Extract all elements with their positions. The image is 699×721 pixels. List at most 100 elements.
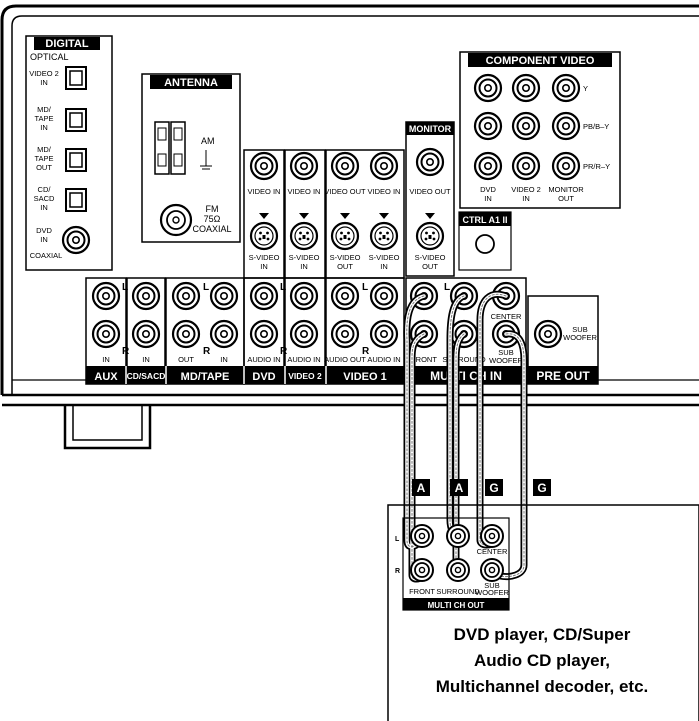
svg-text:SURROUND: SURROUND [436, 587, 480, 596]
coaxial-input-dvd[interactable]: DVD IN COAXIAL [30, 225, 91, 260]
video-input-section: VIDEO IN VIDEO IN VIDEO OUT VIDEO IN S-V… [243, 149, 405, 279]
am-antenna-terminal[interactable]: AM [154, 121, 215, 175]
md-tape-label: MD/TAPE [181, 371, 230, 383]
svg-text:L: L [444, 282, 450, 293]
svg-text:VIDEO OUT: VIDEO OUT [324, 187, 366, 196]
svg-text:IN: IN [220, 355, 228, 364]
optical-output-md-tape-out[interactable]: MD/ TAPE OUT [34, 145, 87, 172]
video2-label: VIDEO 2 [288, 371, 322, 381]
svg-text:SUB: SUB [484, 581, 499, 590]
svg-text:L: L [122, 282, 128, 293]
svg-text:IN: IN [484, 194, 492, 203]
svg-text:S-VIDEO: S-VIDEO [330, 253, 361, 262]
svg-text:R: R [280, 346, 288, 357]
pre-out-subwoofer-jack[interactable] [533, 319, 563, 349]
digital-header: DIGITAL [45, 38, 88, 50]
cable-tag-a-1: A [412, 479, 430, 496]
svg-text:AUDIO IN: AUDIO IN [367, 355, 400, 364]
audio-input-section: L L L L R R R R IN IN OUT IN AUDIO IN AU… [85, 277, 405, 385]
optical-label: OPTICAL [30, 52, 69, 62]
svg-text:L: L [280, 282, 286, 293]
optical-input-video2[interactable]: VIDEO 2 IN [29, 66, 87, 90]
svg-text:G: G [489, 481, 498, 495]
svg-text:R: R [203, 346, 211, 357]
caption-line-2: Audio CD player, [473, 651, 611, 670]
svg-text:L: L [362, 282, 368, 293]
optical-input-md-tape-in[interactable]: MD/ TAPE IN [34, 105, 87, 132]
svg-text:SUB: SUB [498, 348, 513, 357]
svg-text:WOOFER: WOOFER [475, 588, 509, 597]
svg-text:AUDIO OUT: AUDIO OUT [324, 355, 366, 364]
svideo-jacks[interactable] [249, 221, 399, 251]
svg-text:VIDEO IN: VIDEO IN [368, 187, 401, 196]
svg-text:FRONT: FRONT [411, 355, 437, 364]
am-label: AM [201, 136, 215, 146]
monitor-video-out-jack[interactable] [415, 147, 445, 177]
caption-line-3: Multichannel decoder, etc. [435, 677, 649, 696]
svg-text:IN: IN [102, 355, 110, 364]
svg-text:R: R [362, 346, 370, 357]
svg-text:MD/: MD/ [37, 105, 52, 114]
svg-text:WOOFER: WOOFER [563, 333, 597, 342]
svg-text:DVD: DVD [36, 226, 52, 235]
cable-tag-g-2: G [533, 479, 551, 496]
monitor-section: MONITOR VIDEO OUT S-VIDEO OUT [405, 121, 455, 277]
antenna-section: ANTENNA AM FM 75Ω COAXIAL [141, 73, 241, 243]
monitor-svideo-out-jack[interactable] [415, 221, 445, 251]
svg-text:IN: IN [522, 194, 530, 203]
svg-text:CENTER: CENTER [477, 547, 508, 556]
row-pr-label: PR/R–Y [583, 162, 610, 171]
row-pb-label: PB/B–Y [583, 122, 609, 131]
device-caption: DVD player, CD/Super Audio CD player, Mu… [388, 622, 696, 700]
svg-text:COAXIAL: COAXIAL [192, 224, 231, 234]
svg-text:WOOFER: WOOFER [489, 356, 523, 365]
svg-text:IN: IN [40, 78, 48, 87]
svg-text:OUT: OUT [178, 355, 194, 364]
svg-text:FRONT: FRONT [409, 587, 435, 596]
video-jacks[interactable] [249, 151, 399, 181]
caption-line-1: DVD player, CD/Super [453, 625, 631, 644]
digital-section: DIGITAL OPTICAL VIDEO 2 IN MD/ TAPE IN M… [25, 35, 113, 271]
source-device: L R FRONT SURROUND CENTER SUB WOOFER MUL… [387, 504, 699, 721]
monitor-header: MONITOR [409, 124, 452, 134]
svg-text:CD/: CD/ [38, 185, 52, 194]
component-jacks[interactable] [473, 73, 581, 181]
svg-text:G: G [537, 481, 546, 495]
receiver-foot [63, 405, 152, 450]
svg-text:L: L [395, 536, 400, 543]
svg-text:IN: IN [260, 262, 268, 271]
svg-text:IN: IN [142, 355, 150, 364]
svg-text:S-VIDEO: S-VIDEO [369, 253, 400, 262]
aux-label: AUX [94, 371, 118, 383]
svg-text:DVD: DVD [480, 185, 496, 194]
ctrl-a1-jack[interactable] [475, 234, 495, 254]
svg-text:A: A [455, 481, 464, 495]
audio-jacks[interactable] [91, 281, 399, 349]
pre-out-header: PRE OUT [536, 369, 590, 383]
pre-out-section: SUB WOOFER PRE OUT [527, 295, 599, 385]
svg-text:OUT: OUT [422, 262, 438, 271]
svg-text:OUT: OUT [558, 194, 574, 203]
antenna-header: ANTENNA [164, 77, 218, 89]
cable-tag-g-1: G [485, 479, 503, 496]
svg-text:VIDEO 2: VIDEO 2 [511, 185, 541, 194]
component-video-header: COMPONENT VIDEO [486, 55, 595, 67]
multi-ch-out-header: MULTI CH OUT [428, 601, 485, 610]
svg-text:COAXIAL: COAXIAL [30, 251, 63, 260]
svg-text:75Ω: 75Ω [204, 214, 221, 224]
svg-text:IN: IN [300, 262, 308, 271]
svg-text:S-VIDEO: S-VIDEO [289, 253, 320, 262]
optical-input-cd-sacd[interactable]: CD/ SACD IN [34, 185, 87, 212]
svg-text:SURROUND: SURROUND [442, 355, 486, 364]
fm-antenna-jack[interactable]: FM 75Ω COAXIAL [159, 203, 232, 237]
ctrl-a1-section: CTRL A1 II [458, 211, 512, 271]
svg-text:S-VIDEO: S-VIDEO [249, 253, 280, 262]
svg-text:VIDEO IN: VIDEO IN [288, 187, 321, 196]
svg-text:TAPE: TAPE [34, 154, 53, 163]
svg-text:IN: IN [380, 262, 388, 271]
svg-text:A: A [417, 481, 426, 495]
component-video-section: COMPONENT VIDEO Y PB/B–Y PR/R–Y DVD IN V… [459, 51, 621, 209]
svg-text:MD/: MD/ [37, 145, 52, 154]
svg-text:R: R [122, 346, 130, 357]
svg-text:IN: IN [40, 235, 48, 244]
